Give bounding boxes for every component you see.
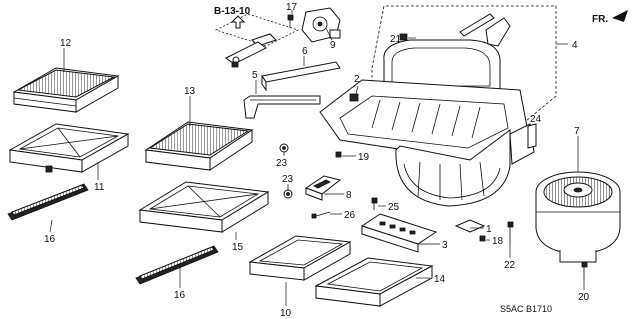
callout-7: 7 (574, 126, 580, 137)
direction-arrow-icon (612, 10, 628, 22)
reference-label: B-13-10 (214, 6, 251, 17)
callout-2: 2 (354, 74, 360, 85)
screw-part-22 (507, 221, 514, 244)
callout-16-upper: 16 (44, 234, 56, 245)
callout-labels: 12 11 16 13 15 16 10 14 5 6 9 17 2 21 4 … (44, 2, 590, 319)
screw-part-19 (335, 151, 342, 158)
callout-23-lower: 23 (282, 174, 294, 185)
reference-arrow-icon (230, 15, 246, 29)
screw-part-20 (581, 261, 588, 280)
filter-tray-lower (248, 235, 352, 281)
callout-16-lower: 16 (174, 290, 186, 301)
fastener-part-23-lower (283, 189, 293, 199)
leader-lines (49, 10, 585, 306)
filter-element-lower (144, 121, 254, 171)
connector-block-part-3 (360, 213, 438, 253)
screw-part-18 (479, 235, 486, 242)
callout-6: 6 (302, 46, 308, 57)
screw-part-26 (311, 211, 331, 219)
callout-4: 4 (572, 40, 578, 51)
callout-25: 25 (388, 202, 400, 213)
bracket-part-24 (527, 123, 537, 149)
filter-cover-lower (314, 257, 434, 307)
diagram-code: S5AC B1710 (500, 304, 552, 314)
clip-part-21 (399, 33, 408, 41)
callout-13: 13 (184, 86, 196, 97)
bracket-assembly (214, 13, 300, 68)
callout-24: 24 (530, 114, 542, 125)
blower-fan-motor (535, 171, 621, 263)
filter-frame-lower (138, 181, 270, 233)
callout-20: 20 (578, 292, 590, 303)
callout-22: 22 (504, 260, 516, 271)
callout-9: 9 (330, 40, 336, 51)
fastener-part-23-upper (279, 143, 289, 153)
callout-17: 17 (286, 2, 298, 13)
callout-5: 5 (252, 70, 258, 81)
direction-label: FR. (592, 14, 608, 25)
callout-21: 21 (390, 34, 402, 45)
callout-12: 12 (60, 38, 72, 49)
callout-14: 14 (434, 274, 446, 285)
foam-seal-strip-upper (7, 183, 89, 221)
housing-linkage (459, 13, 511, 47)
filter-element-upper (12, 67, 120, 113)
callout-18: 18 (492, 236, 504, 247)
callout-10: 10 (280, 308, 292, 319)
callout-8: 8 (346, 190, 352, 201)
control-lever (261, 61, 341, 92)
actuator-motor (301, 7, 341, 43)
blower-unit-body (319, 39, 535, 207)
callout-19: 19 (358, 152, 370, 163)
callout-11: 11 (94, 182, 105, 193)
link-rod (243, 95, 321, 119)
callout-1: 1 (486, 224, 492, 235)
callout-23-upper: 23 (276, 158, 288, 169)
callout-15: 15 (232, 242, 244, 253)
clip-part-2 (349, 93, 359, 102)
callout-26: 26 (344, 210, 356, 221)
screw-part-25 (371, 197, 378, 210)
filter-frame-upper (8, 123, 130, 173)
callout-3: 3 (442, 240, 448, 251)
plate-part-1 (454, 219, 486, 233)
foam-seal-strip-lower (135, 245, 219, 285)
screw-part-17 (287, 14, 294, 28)
resistor-part-8 (304, 175, 342, 201)
